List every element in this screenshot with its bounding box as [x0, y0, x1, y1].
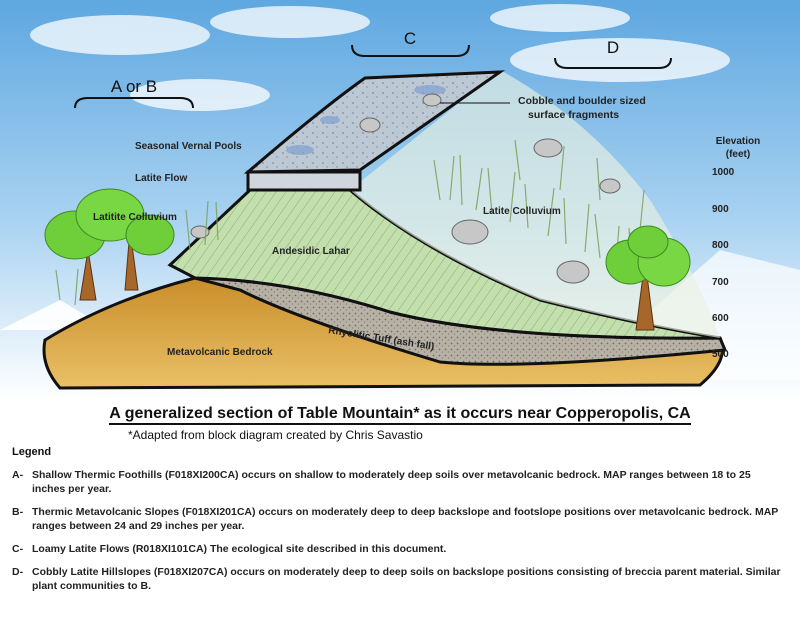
legend-item-b: B- Thermic Metavolcanic Slopes (F018XI20…	[12, 505, 782, 533]
legend-item-c: C- Loamy Latite Flows (R018XI101CA) The …	[12, 542, 782, 556]
latite-flow-layer	[246, 170, 362, 192]
label-latite-flow: Latite Flow	[135, 173, 187, 184]
bracket-c-label: C	[404, 29, 416, 48]
legend-text: Shallow Thermic Foothills (F018XI200CA) …	[32, 469, 751, 495]
bracket-ab-label: A or B	[111, 77, 157, 96]
tree-left	[44, 188, 175, 301]
label-latite-colluvium: Latite Colluvium	[483, 206, 561, 217]
legend-key: A-	[12, 469, 24, 481]
elevation-tick-600: 600	[712, 313, 729, 324]
label-andesidic-lahar: Andesidic Lahar	[272, 246, 350, 257]
caption-title-text: A generalized section of Table Mountain*…	[109, 405, 691, 425]
legend-key: B-	[12, 506, 24, 518]
label-vernal-pools: Seasonal Vernal Pools	[135, 141, 242, 152]
label-cobble-line2: surface fragments	[528, 109, 619, 121]
legend-text: Cobbly Latite Hillslopes (F018XI207CA) o…	[32, 566, 781, 592]
elevation-tick-500: 500	[712, 349, 729, 360]
elevation-title-line1: Elevation	[716, 136, 760, 147]
elevation-title-line2: (feet)	[726, 149, 750, 160]
caption-title: A generalized section of Table Mountain*…	[0, 405, 800, 425]
clouds	[30, 4, 730, 111]
vernal-pools	[286, 85, 446, 155]
table-mountain-diagram: A or B C D Cobble and boulder sized surf…	[0, 0, 800, 400]
legend-key: C-	[12, 543, 24, 555]
legend-key: D-	[12, 566, 24, 578]
legend-text: Loamy Latite Flows (R018XI101CA) The eco…	[32, 543, 447, 555]
cobbles	[190, 93, 621, 284]
legend-heading: Legend	[12, 446, 52, 458]
legend-item-d: D- Cobbly Latite Hillslopes (F018XI207CA…	[12, 565, 782, 593]
bracket-d-label: D	[607, 38, 619, 57]
elevation-tick-800: 800	[712, 240, 729, 251]
legend-text: Thermic Metavolcanic Slopes (F018XI201CA…	[32, 506, 779, 532]
tree-right	[605, 225, 691, 331]
elevation-tick-700: 700	[712, 277, 729, 288]
bracket-c	[351, 44, 470, 57]
label-metavolcanic-bedrock: Metavolcanic Bedrock	[167, 347, 273, 358]
label-latitite-colluvium: Latitite Colluvium	[93, 212, 177, 223]
bracket-ab	[74, 97, 194, 109]
elevation-tick-900: 900	[712, 204, 729, 215]
bracket-d	[554, 57, 672, 69]
legend-item-a: A- Shallow Thermic Foothills (F018XI200C…	[12, 468, 782, 496]
elevation-tick-1000: 1000	[712, 167, 735, 178]
caption-credit: *Adapted from block diagram created by C…	[128, 428, 423, 442]
label-cobble-line1: Cobble and boulder sized	[518, 95, 646, 107]
